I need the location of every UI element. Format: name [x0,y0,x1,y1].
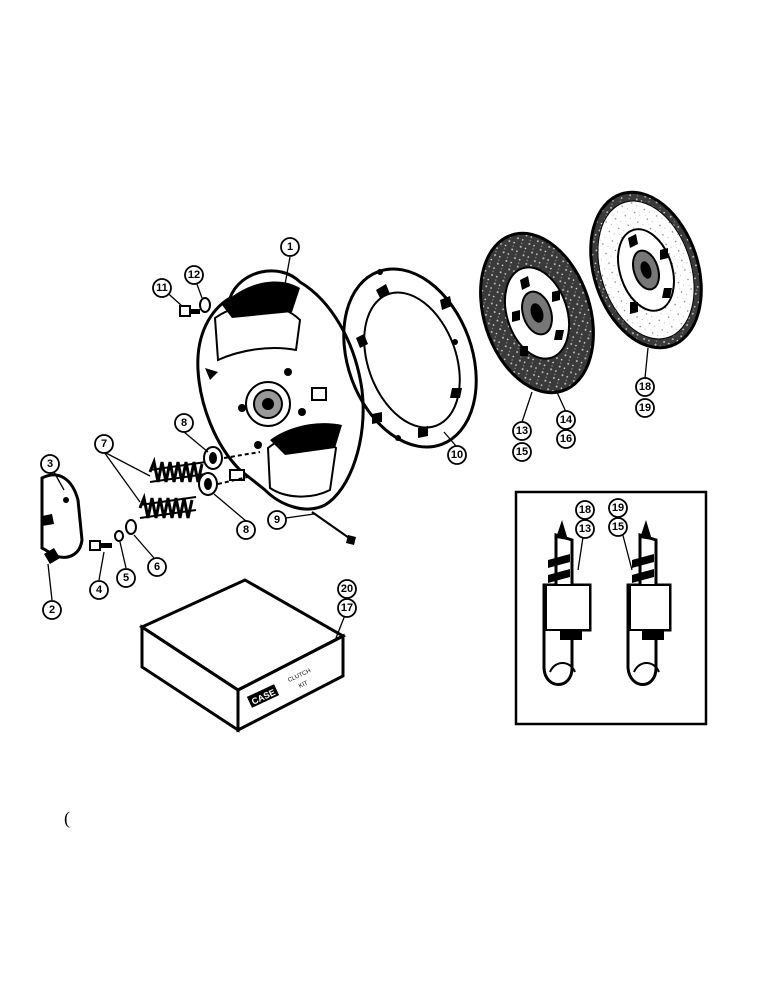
callout-6: 6 [147,557,167,577]
svg-text:11: 11 [156,282,168,294]
svg-text:15: 15 [516,446,528,458]
callout-7: 7 [94,434,114,454]
pressure-plate-cover [196,269,365,511]
svg-text:8: 8 [181,417,187,429]
callout-5: 5 [116,568,136,588]
callout-20: 20 [337,579,357,599]
callout-2: 2 [42,600,62,620]
callout-19-disc: 19 [635,398,655,418]
callout-16: 16 [556,429,576,449]
svg-text:6: 6 [154,561,160,573]
callout-8-lower: 8 [236,520,256,540]
pressure-plate [342,267,478,449]
callout-14: 14 [556,410,576,430]
svg-text:12: 12 [188,269,200,281]
svg-text:15: 15 [612,521,624,533]
kit-line2-label: KIT [298,680,309,690]
nut-5 [114,530,124,542]
cap-screw-11 [179,305,200,317]
svg-text:9: 9 [274,514,280,526]
svg-text:17: 17 [341,602,353,614]
svg-text:4: 4 [96,584,103,596]
svg-text:18: 18 [579,504,591,516]
stray-mark: ( [64,808,70,828]
svg-text:3: 3 [47,458,53,470]
callout-4: 4 [89,580,109,600]
clutch-kit-box: CASE CLUTCH KIT [138,578,347,733]
callout-10: 10 [447,445,467,465]
svg-text:7: 7 [101,438,107,450]
callout-15-disc: 15 [512,442,532,462]
svg-text:10: 10 [451,449,463,461]
callout-12: 12 [184,265,204,285]
spring-cup-upper [203,446,261,470]
svg-text:5: 5 [123,572,129,584]
callout-18-inset: 18 [575,500,595,520]
callout-17: 17 [337,598,357,618]
callout-9: 9 [267,510,287,530]
callout-1: 1 [280,237,300,257]
svg-text:16: 16 [560,433,572,445]
callout-15-inset: 15 [608,517,628,537]
svg-text:2: 2 [49,604,55,616]
clutch-disc-rear [589,190,703,350]
callout-3: 3 [40,454,60,474]
lever-bracket-3 [40,473,84,559]
svg-text:20: 20 [341,583,353,595]
cotter-pin-2 [44,548,60,564]
callout-13-disc: 13 [512,421,532,441]
spring-upper [148,456,207,483]
callout-11: 11 [152,278,172,298]
release-pin-9 [311,511,356,545]
spring-cup-lower [198,472,253,496]
svg-text:8: 8 [243,524,249,536]
callout-8-upper: 8 [174,413,194,433]
svg-text:14: 14 [560,414,573,426]
svg-text:19: 19 [639,402,651,414]
svg-text:13: 13 [516,425,528,437]
kit-line1-label: CLUTCH [287,668,312,684]
callout-18-disc: 18 [635,377,655,397]
lock-washer-12 [199,297,211,313]
bolt-4 [89,540,112,551]
svg-text:18: 18 [639,381,651,393]
callout-13-inset: 13 [575,519,595,539]
svg-text:1: 1 [287,241,293,253]
washer-6 [125,519,137,535]
spring-lower [138,492,197,519]
callout-19-inset: 19 [608,498,628,518]
svg-text:13: 13 [579,523,591,535]
svg-text:19: 19 [612,502,624,514]
clutch-disc-front [479,231,595,395]
